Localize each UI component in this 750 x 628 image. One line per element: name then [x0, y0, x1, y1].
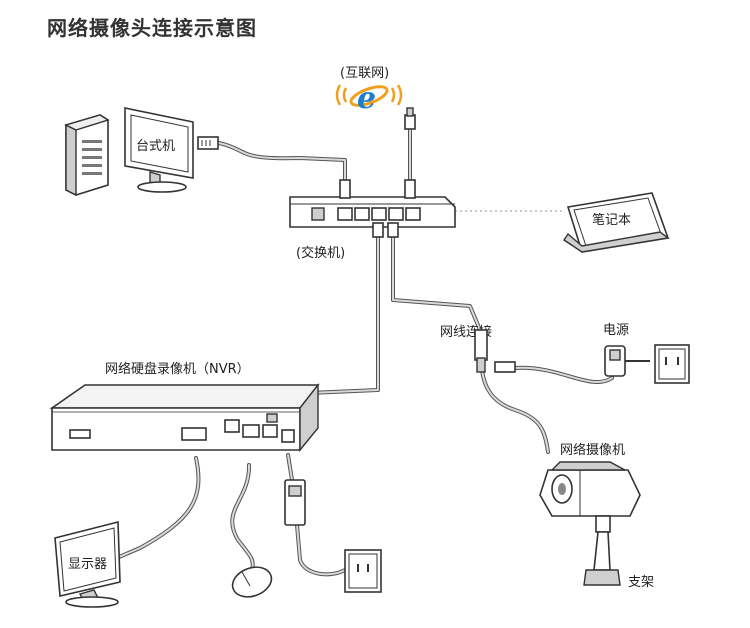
- internet-node: (互联网) e: [335, 66, 416, 130]
- desktop-computer: 台式机: [64, 107, 219, 197]
- monitor: 显示器: [54, 520, 121, 608]
- diagram-title: 网络摄像头连接示意图: [47, 16, 257, 40]
- power-port-icon: [311, 207, 325, 221]
- desktop-label: 台式机: [136, 139, 175, 154]
- laptop: 笔记本: [563, 192, 670, 253]
- mouse-icon: [231, 566, 273, 598]
- internet-label: (互联网): [340, 66, 389, 81]
- power-switch-icon: [266, 413, 278, 423]
- nvr-recorder: [49, 382, 320, 452]
- ip-camera-label: 网络摄像机: [560, 442, 625, 458]
- switch-label: (交换机): [296, 245, 345, 261]
- monitor-label: 显示器: [68, 557, 107, 572]
- switch-ports: [337, 207, 421, 221]
- wall-outlet-icon: [654, 344, 690, 384]
- cables: [110, 113, 614, 577]
- nvr-label: 网络硬盘录像机（NVR）: [105, 361, 250, 377]
- svg-text:e: e: [357, 81, 376, 116]
- vga-port-icon: [181, 427, 207, 441]
- power-adapter-icon: [604, 345, 650, 377]
- laptop-label: 笔记本: [592, 212, 631, 228]
- browser-globe-icon: e: [335, 81, 403, 116]
- lan-port-icon: [224, 419, 240, 433]
- camera-bracket: [583, 515, 621, 586]
- usb-port-icon: [242, 424, 260, 438]
- ip-camera: [539, 461, 641, 517]
- power-label: 电源: [603, 323, 629, 338]
- network-switch: (交换机): [289, 179, 456, 261]
- network-connector: [474, 329, 516, 373]
- nvr-power-adapter-icon: [284, 479, 306, 526]
- bracket-label: 支架: [628, 575, 654, 590]
- nvr-wall-outlet-icon: [344, 549, 382, 593]
